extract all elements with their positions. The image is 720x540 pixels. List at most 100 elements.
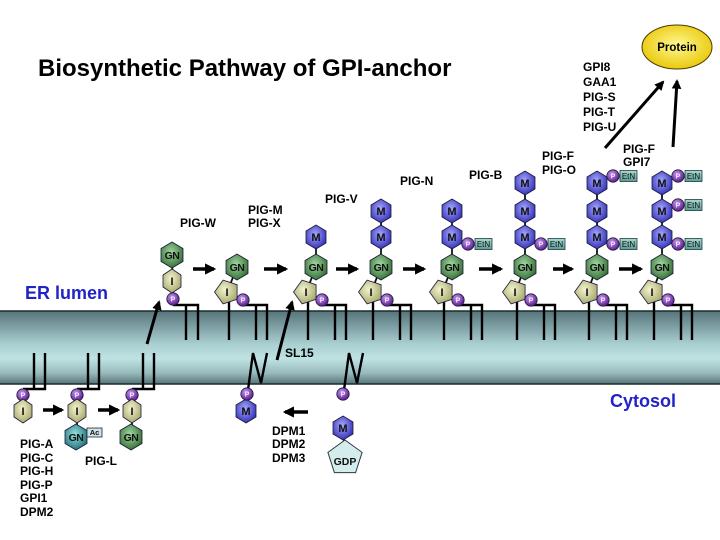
mannose-label: M [657,206,666,218]
mannose-label: M [657,178,666,190]
phosphate-residue: P [451,293,465,307]
phosphate-circle [596,293,610,307]
phosphate-label: P [611,242,616,249]
enzyme-gpi1: GPI1 [20,491,48,505]
phosphate-residue: P [236,293,250,307]
ethanolamine-box [684,238,703,250]
enzyme-gpi8: GPI8 [583,60,611,74]
cytosolic-intermediate: PI [13,353,47,424]
mannose-label: M [592,178,601,190]
phosphate-label: P [385,298,390,305]
ethanolamine-label: EtN [477,240,491,249]
phosphate-circle [606,169,620,183]
enzyme-pig-l: PIG-L [85,454,117,468]
lipid-chain [668,303,694,340]
phosphate-residue: P [596,293,610,307]
glucosamine-label: GN [124,432,139,444]
phosphate-label: P [601,298,606,305]
acetyl-group: Ac [86,427,103,438]
dolichol-chain [342,352,365,391]
inositol-hexagon [67,398,87,424]
mannose-residue: M [441,198,463,224]
enzyme-pig-s: PIG-S [583,90,616,104]
enzyme-sl15: SL15 [285,346,314,360]
enzyme-pig-f-2: PIG-F [623,142,655,156]
glucosamine-hexagon [160,241,184,269]
mannose-hexagon [332,415,354,441]
mannose-hexagon [514,198,536,224]
arrow-dol-p-man-flip [275,300,295,361]
glucosamine-hexagon [119,423,143,451]
acetyl-label: Ac [90,428,100,437]
ethanolamine-box [474,238,493,250]
inositol-acyl-residue: I [574,279,598,305]
inositol-label: I [225,287,228,299]
phosphate-label: P [245,392,250,399]
glucosamine-label: GN [655,262,670,274]
acetyl-box [86,427,103,438]
phosphate-label: P [676,174,681,181]
phosphate-label: P [611,174,616,181]
er-lumen-label: ER lumen [25,283,108,303]
phosphate-circle [166,292,180,306]
phosphate-residue: P [240,387,254,401]
inositol-label: I [304,287,307,299]
enzyme-pig-v: PIG-V [325,192,358,206]
protein-ellipse [641,24,713,70]
inositol-label: I [21,406,24,418]
inositol-label: I [585,287,588,299]
phosphate-label: P [539,242,544,249]
glucosamine-residue: GN [304,253,328,281]
phosphate-circle [534,237,548,251]
dolichol-chain [246,352,269,391]
mannose-hexagon [235,398,257,424]
lipid-chain [387,303,413,340]
mannose-hexagon [305,224,327,250]
inositol-residue: I [13,398,33,424]
ethanolamine-label: EtN [687,201,701,210]
glucosamine-label: GN [590,262,605,274]
inositol-hexagon [13,398,33,424]
enzyme-pig-a: PIG-A [20,437,54,451]
phosphate-circle [240,387,254,401]
mannose-hexagon [586,198,608,224]
enzyme-pig-h: PIG-H [20,464,53,478]
acyl-inositol-pentagon [214,279,238,305]
mannose-residue: M [651,224,673,250]
mannose-label: M [520,178,529,190]
glucosamine-label: GN [518,262,533,274]
glucosamine-hexagon [513,253,537,281]
lipid-chain [603,303,629,340]
inositol-label: I [75,406,78,418]
lipid-chain [243,303,269,340]
phosphate-label: P [341,392,346,399]
gdp-label: GDP [334,456,357,468]
lipid-chain [173,303,200,340]
enzyme-gpi7: GPI7 [623,155,651,169]
ethanolamine-label: EtN [687,240,701,249]
phosphate-label: P [75,393,80,400]
phosphate-residue: P [336,387,350,401]
glucosamine-label: GN [374,262,389,274]
ethanolamine-box [684,199,703,211]
mannose-label: M [376,206,385,218]
phosphate-residue: P [380,293,394,307]
inositol-residue: I [122,398,142,424]
enzyme-pig-f: PIG-F [542,149,574,163]
mannose-label: M [447,206,456,218]
mannose-residue: M [514,198,536,224]
phosphate-label: P [130,393,135,400]
mannose-label: M [338,423,347,435]
dolichol-phosphate: MP [235,352,269,424]
enzyme-pig-m: PIG-M [248,203,283,217]
inositol-acyl-residue: I [429,279,453,305]
inositol-residue: I [67,398,87,424]
mannose-residue: M [370,224,392,250]
phosphate-label: P [241,298,246,305]
acyl-inositol-pentagon [358,279,382,305]
